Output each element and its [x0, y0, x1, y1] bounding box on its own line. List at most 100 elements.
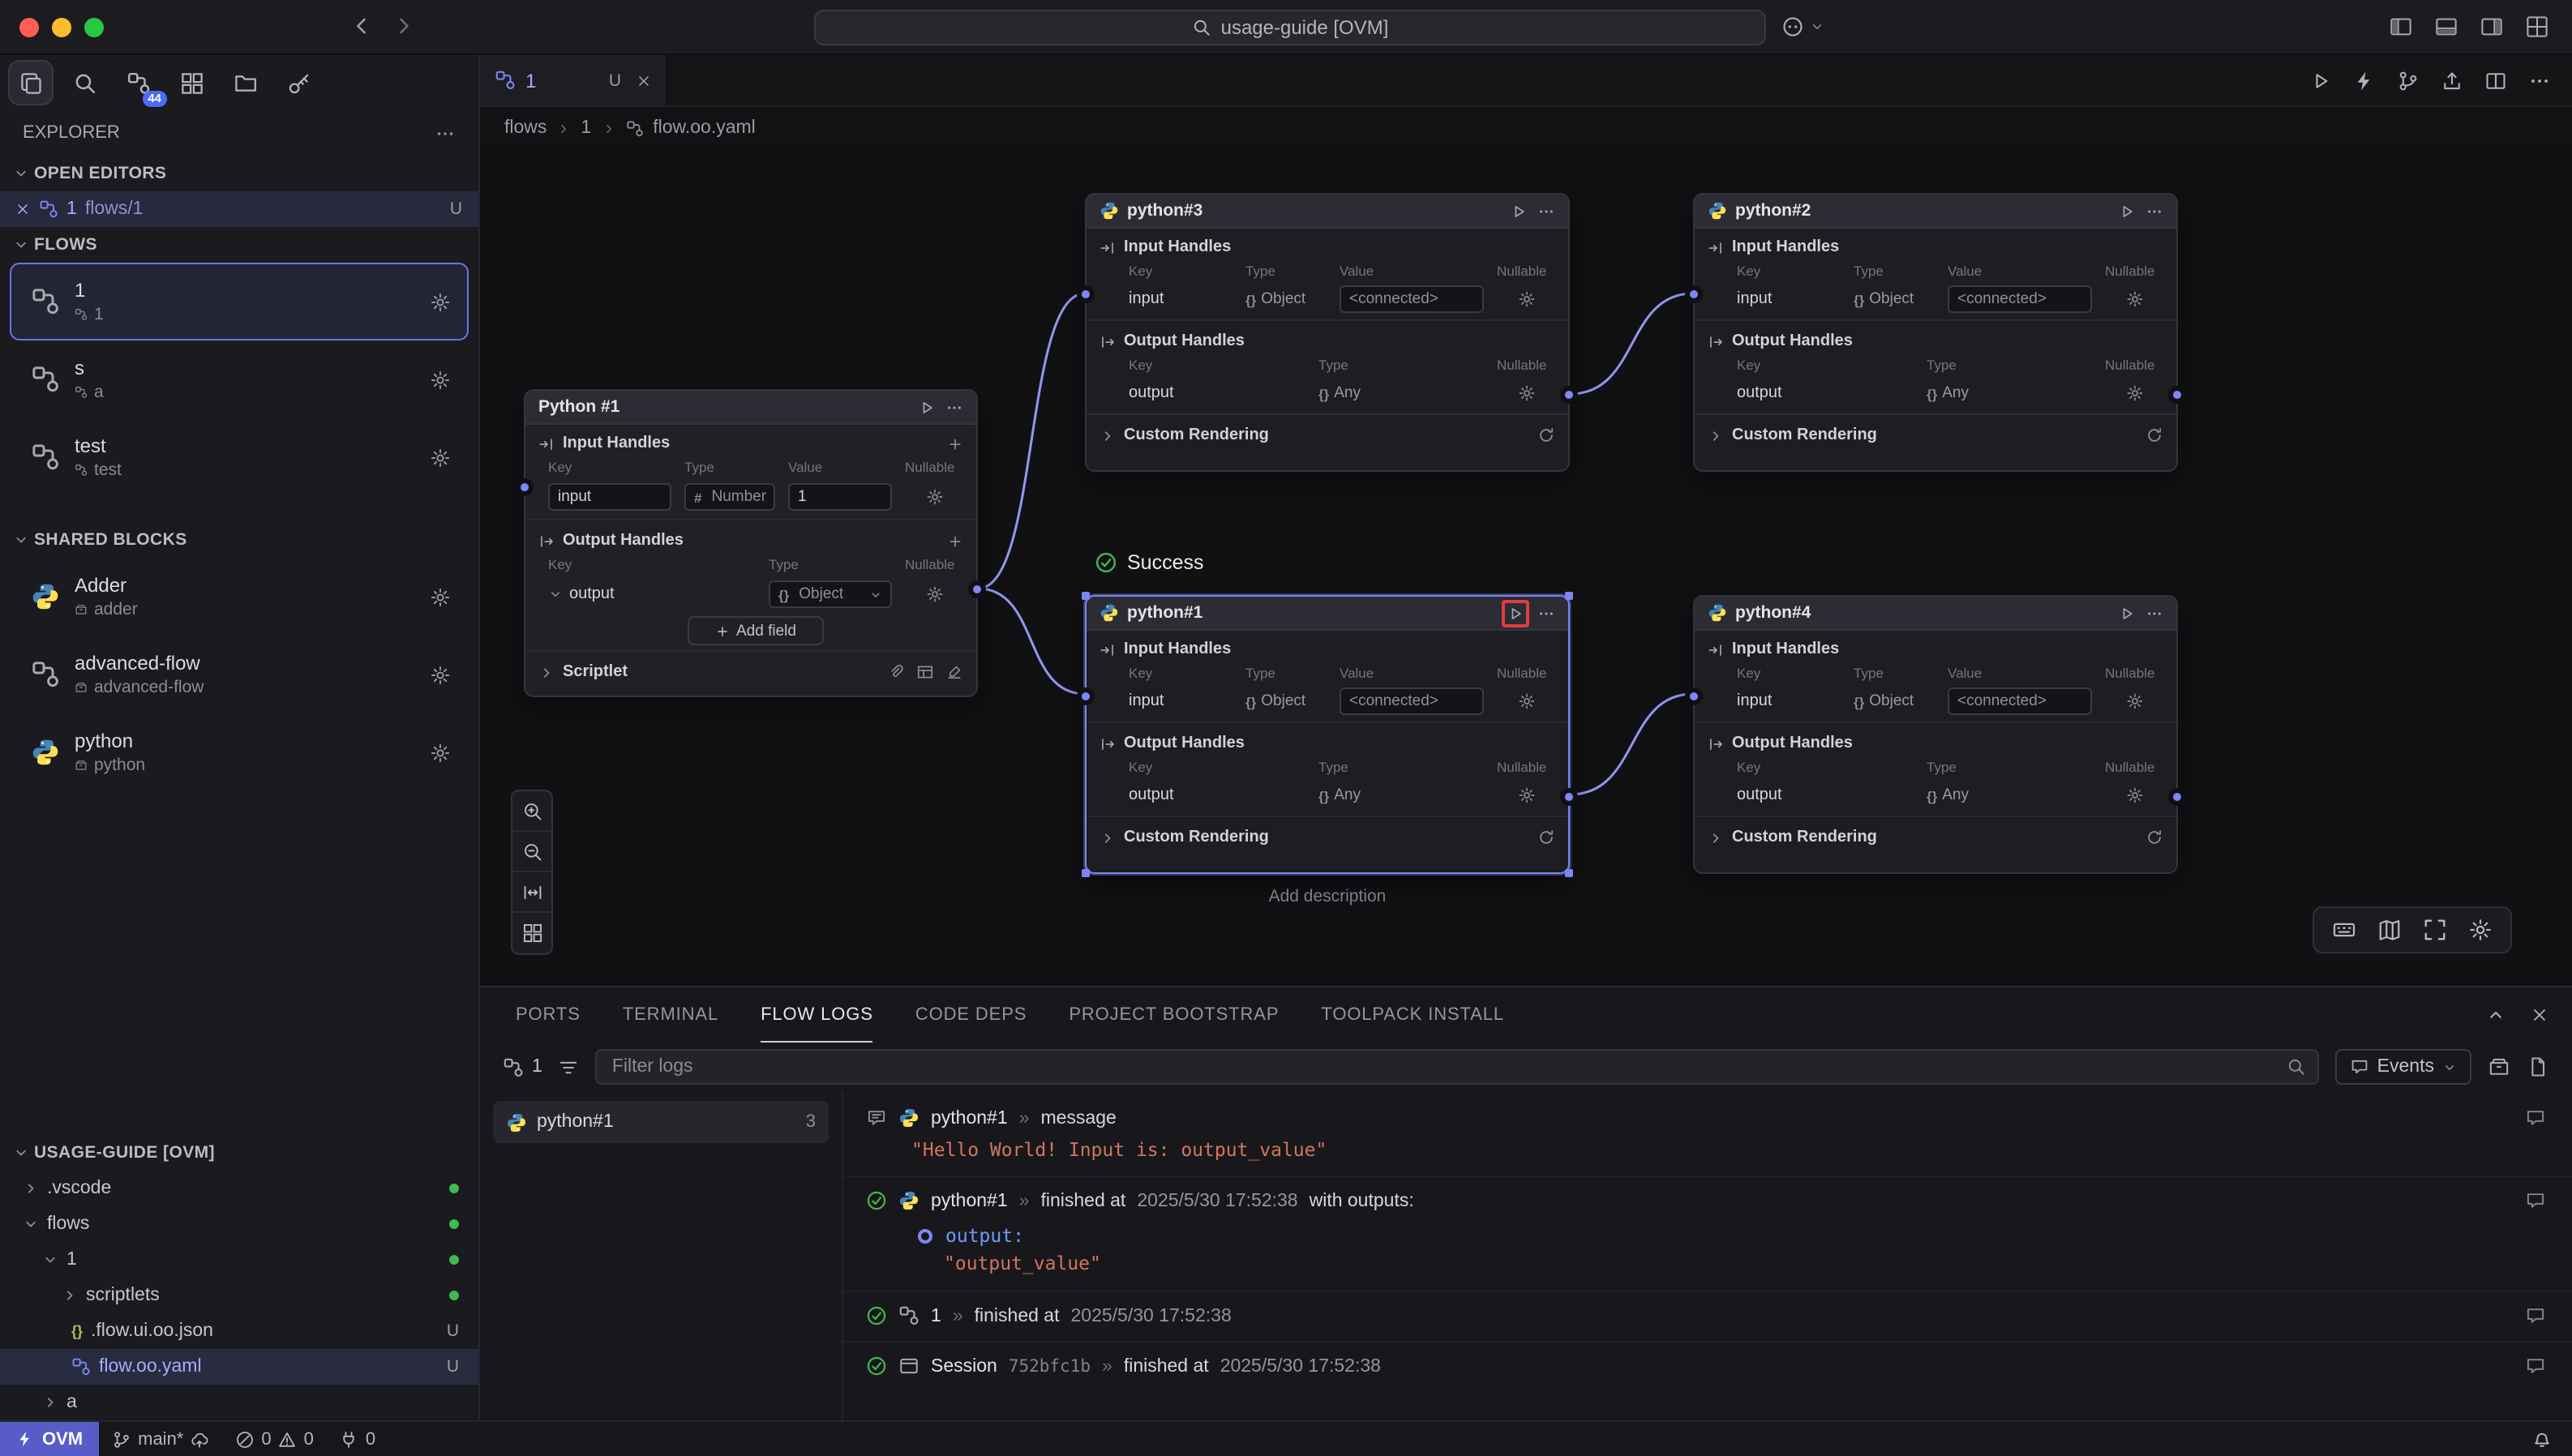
comment-icon[interactable]: [2525, 1190, 2546, 1211]
split-editor-icon[interactable]: [2484, 69, 2507, 92]
flow-settings-icon[interactable]: [430, 369, 451, 390]
output-port[interactable]: [968, 580, 986, 598]
flow-settings-icon[interactable]: [430, 447, 451, 468]
add-input-handle-icon[interactable]: [947, 435, 963, 452]
comment-icon[interactable]: [2525, 1355, 2546, 1377]
flow-filter-badge[interactable]: 1: [503, 1056, 542, 1077]
branch-indicator[interactable]: main*: [99, 1422, 222, 1456]
run-node-icon[interactable]: [2118, 202, 2136, 220]
overview-button[interactable]: [512, 913, 551, 953]
events-filter-dropdown[interactable]: Events: [2335, 1049, 2471, 1085]
tab-project-bootstrap[interactable]: PROJECT BOOTSTRAP: [1069, 987, 1279, 1043]
toggle-panel-icon[interactable]: [2434, 15, 2458, 39]
key-input-field[interactable]: input: [548, 483, 671, 511]
run-node-icon[interactable]: [2118, 604, 2136, 622]
forward-icon[interactable]: [392, 15, 415, 37]
comment-icon[interactable]: [2525, 1305, 2546, 1326]
node-more-icon[interactable]: [2145, 604, 2163, 622]
attach-icon[interactable]: [887, 663, 905, 681]
add-output-handle-icon[interactable]: [947, 533, 963, 549]
editor-tab[interactable]: 1 U: [480, 55, 668, 105]
tree-item-vscode[interactable]: .vscode: [0, 1171, 478, 1206]
secrets-view-button[interactable]: [277, 62, 319, 104]
fit-view-button[interactable]: [512, 872, 551, 913]
flow-list-item[interactable]: 1 1: [10, 263, 469, 340]
flow-node-editor[interactable]: Python #1 Input Handles KeyTypeValueNull…: [524, 389, 978, 697]
minimize-window-button[interactable]: [52, 18, 71, 37]
add-description-button[interactable]: Add description: [1085, 887, 1570, 906]
close-icon[interactable]: [15, 201, 31, 217]
flow-settings-icon[interactable]: [430, 291, 451, 312]
flows-view-button[interactable]: 44: [117, 62, 159, 104]
node-more-icon[interactable]: [945, 398, 963, 416]
breadcrumb-file[interactable]: flow.oo.yaml: [653, 118, 756, 138]
filter-logs-input[interactable]: [596, 1049, 2319, 1085]
refresh-render-icon[interactable]: [1537, 829, 1555, 846]
keyboard-icon[interactable]: [2332, 918, 2356, 942]
handle-settings-icon[interactable]: [925, 585, 943, 603]
export-logs-icon[interactable]: [2527, 1056, 2549, 1078]
notifications-bell-icon[interactable]: [2531, 1428, 2553, 1450]
flow-node-python3[interactable]: python#3 Input Handles KeyTypeValueNulla…: [1085, 193, 1570, 472]
comment-icon[interactable]: [2525, 1107, 2546, 1128]
refresh-render-icon[interactable]: [2145, 426, 2163, 444]
scriptlet-toggle[interactable]: Scriptlet: [525, 653, 976, 691]
zoom-out-button[interactable]: [512, 832, 551, 872]
node-header[interactable]: Python #1: [525, 391, 976, 425]
node-header[interactable]: python#1: [1087, 597, 1568, 631]
custom-rendering-toggle[interactable]: Custom Rendering: [1695, 819, 2176, 856]
input-port[interactable]: [1077, 687, 1095, 705]
fork-icon[interactable]: [2397, 69, 2420, 92]
close-window-button[interactable]: [19, 18, 39, 37]
output-port[interactable]: [2168, 788, 2186, 806]
flow-list-item[interactable]: test test: [10, 418, 469, 496]
breadcrumb-root[interactable]: flows: [504, 118, 547, 138]
value-input-field[interactable]: 1: [788, 483, 892, 511]
node-more-icon[interactable]: [1537, 202, 1555, 220]
custom-rendering-toggle[interactable]: Custom Rendering: [1087, 417, 1568, 454]
input-port[interactable]: [1077, 285, 1095, 303]
search-view-button[interactable]: [63, 62, 105, 104]
run-node-icon[interactable]: [918, 398, 936, 416]
panel-maximize-icon[interactable]: [2486, 1005, 2506, 1025]
handle-settings-icon[interactable]: [2125, 384, 2143, 402]
workspace-section-header[interactable]: USAGE-GUIDE [OVM]: [0, 1135, 478, 1171]
node-more-icon[interactable]: [2145, 202, 2163, 220]
archive-logs-icon[interactable]: [2488, 1056, 2510, 1078]
shared-blocks-header[interactable]: SHARED BLOCKS: [0, 522, 478, 558]
custom-rendering-toggle[interactable]: Custom Rendering: [1087, 819, 1568, 856]
shared-block-item[interactable]: Adder adder: [10, 558, 469, 636]
refresh-render-icon[interactable]: [2145, 829, 2163, 846]
tree-item-1[interactable]: 1: [0, 1242, 478, 1278]
canvas-settings-icon[interactable]: [2468, 918, 2493, 942]
ports-indicator[interactable]: 0: [327, 1422, 388, 1456]
flow-list-item[interactable]: s a: [10, 340, 469, 418]
open-editors-header[interactable]: OPEN EDITORS: [0, 156, 478, 191]
tab-toolpack-install[interactable]: TOOLPACK INSTALL: [1321, 987, 1504, 1043]
tree-item-a[interactable]: a: [0, 1385, 478, 1420]
panel-close-icon[interactable]: [2530, 1005, 2549, 1025]
close-tab-icon[interactable]: [636, 72, 652, 88]
handle-settings-icon[interactable]: [1517, 692, 1535, 710]
input-port[interactable]: [516, 478, 534, 496]
problems-indicator[interactable]: 0 0: [222, 1422, 327, 1456]
more-actions-icon[interactable]: [2528, 69, 2551, 92]
log-list-toggle-icon[interactable]: [559, 1056, 580, 1077]
handle-settings-icon[interactable]: [2125, 290, 2143, 308]
block-settings-icon[interactable]: [430, 742, 451, 763]
flow-node-python4[interactable]: python#4 Input Handles KeyTypeValueNulla…: [1693, 595, 2178, 874]
breadcrumb-mid[interactable]: 1: [581, 118, 591, 138]
flow-canvas[interactable]: Python #1 Input Handles KeyTypeValueNull…: [480, 149, 2572, 986]
shared-block-item[interactable]: python python: [10, 713, 469, 791]
handle-settings-icon[interactable]: [2125, 786, 2143, 804]
input-port[interactable]: [1685, 687, 1703, 705]
type-select[interactable]: #Number: [684, 483, 775, 511]
toggle-sidebar-icon[interactable]: [2389, 15, 2413, 39]
quick-run-icon[interactable]: [2353, 69, 2376, 92]
customize-layout-icon[interactable]: [2525, 15, 2549, 39]
output-port[interactable]: [1560, 788, 1578, 806]
tree-item-scriptlets[interactable]: scriptlets: [0, 1278, 478, 1313]
copilot-menu[interactable]: [1781, 15, 1824, 39]
handle-settings-icon[interactable]: [925, 488, 943, 506]
explorer-view-button[interactable]: [10, 62, 52, 104]
